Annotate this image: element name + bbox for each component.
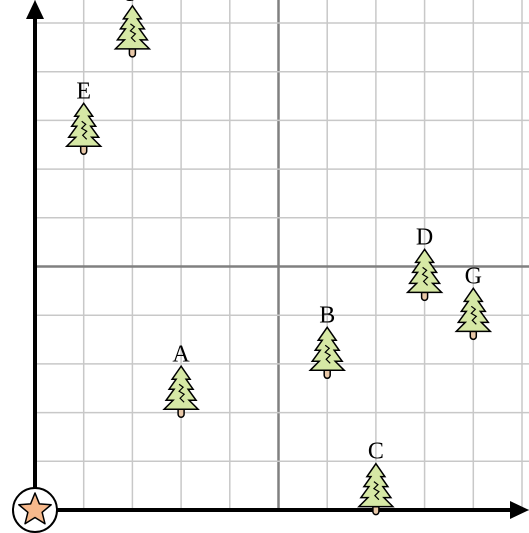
star-shape <box>18 492 52 525</box>
tree-trunk <box>128 48 137 58</box>
tree-trunk <box>420 291 429 302</box>
pine-tree-icon <box>64 101 103 148</box>
tree-label: C <box>368 439 384 465</box>
tree-detail <box>80 120 88 140</box>
pine-tree-icon <box>113 4 152 50</box>
pine-tree-icon <box>308 325 347 372</box>
grid <box>34 0 529 511</box>
tree-label: D <box>416 224 433 250</box>
trees: A B C D E F G <box>64 0 493 516</box>
tree-trunk <box>372 505 380 516</box>
tree-label: E <box>76 78 91 104</box>
tree-trunk <box>323 369 331 379</box>
pine-tree-icon <box>357 462 395 508</box>
tree-detail <box>129 23 137 43</box>
tree-label: B <box>319 302 335 328</box>
x-axis-arrow-icon <box>510 501 529 519</box>
tree-c: C <box>357 439 395 516</box>
tree-a: A <box>162 341 200 418</box>
pine-tree-icon <box>405 248 444 294</box>
pine-tree-icon <box>454 287 493 333</box>
tree-detail <box>178 383 186 403</box>
tree-label: A <box>172 341 190 367</box>
tree-trunk <box>469 330 478 341</box>
tree-detail <box>324 344 332 364</box>
tree-e: E <box>64 78 103 155</box>
tree-trunk <box>177 408 185 418</box>
tree-g: G <box>454 263 493 341</box>
tree-f: F <box>113 0 152 58</box>
axes <box>26 0 529 519</box>
tree-detail <box>372 481 380 501</box>
tree-label: F <box>126 0 139 7</box>
tree-d: D <box>405 224 444 302</box>
origin-star <box>12 487 58 533</box>
tree-detail <box>421 266 429 286</box>
tree-b: B <box>308 302 347 379</box>
pine-tree-icon <box>162 364 200 410</box>
tree-label: G <box>465 263 482 289</box>
star-icon <box>12 487 58 533</box>
tree-detail <box>470 305 478 325</box>
tree-trunk <box>79 145 88 155</box>
y-axis-arrow-icon <box>26 0 44 19</box>
